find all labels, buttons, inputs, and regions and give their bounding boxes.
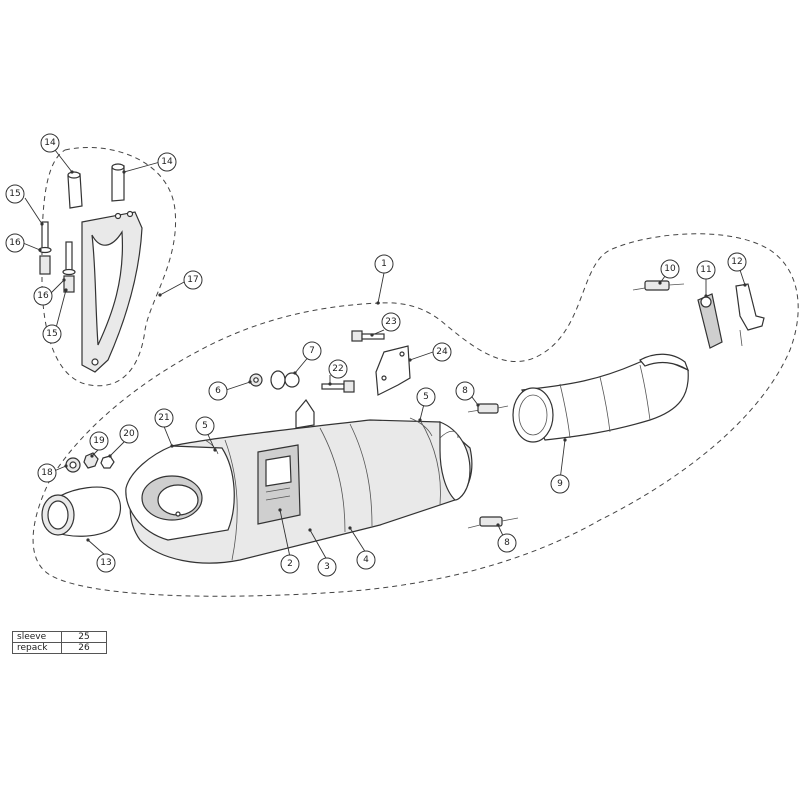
callout-8-bottom-label: 8	[504, 538, 510, 548]
callout-10-label: 10	[664, 264, 676, 274]
callout-1-label: 1	[381, 259, 387, 269]
table-cell-number: 26	[61, 642, 107, 654]
spring-8-top	[467, 403, 509, 414]
bolt-15-16-right	[62, 241, 76, 293]
callout-6: 6	[208, 381, 228, 401]
tail-outlet-13	[41, 486, 121, 537]
clamp-11	[697, 293, 723, 349]
callout-9: 9	[550, 474, 570, 494]
callout-8-top: 8	[455, 381, 475, 401]
callout-11-label: 11	[700, 265, 711, 275]
callout-22-label: 22	[332, 364, 343, 374]
callout-7-label: 7	[309, 346, 315, 356]
callout-16-bottom: 16	[33, 286, 53, 306]
washer-18	[65, 457, 81, 473]
callout-2-label: 2	[287, 559, 293, 569]
callout-15-top-label: 15	[9, 189, 20, 199]
table-cell-name: sleeve	[12, 631, 62, 643]
callout-13-label: 13	[100, 558, 111, 568]
washer-6	[249, 373, 263, 387]
table-row: sleeve 25	[12, 631, 107, 643]
callout-5-left: 5	[195, 416, 215, 436]
callout-17-label: 17	[187, 275, 198, 285]
bracket-24	[375, 345, 411, 396]
callout-5-right-label: 5	[423, 392, 429, 402]
callout-2: 2	[280, 554, 300, 574]
callout-8-bottom: 8	[497, 533, 517, 553]
callout-16-top: 16	[5, 233, 25, 253]
spare-parts-table: sleeve 25 repack 26	[12, 631, 107, 654]
end-cap-21	[125, 445, 235, 541]
link-pipe-9	[512, 353, 690, 443]
callout-19-label: 19	[93, 436, 105, 446]
callout-5-left-label: 5	[202, 421, 208, 431]
callout-19: 19	[89, 431, 109, 451]
spring-8-bottom	[467, 516, 519, 529]
callout-14-left: 14	[40, 133, 60, 153]
sleeve-14-right	[111, 163, 125, 202]
callout-22: 22	[328, 359, 348, 379]
callout-23: 23	[381, 312, 401, 332]
band-clamp-5-right	[409, 417, 433, 437]
nut-19	[83, 452, 99, 469]
callout-6-label: 6	[215, 386, 221, 396]
callout-14-left-label: 14	[44, 138, 56, 148]
callout-10: 10	[660, 259, 680, 279]
callout-11: 11	[696, 260, 716, 280]
sleeve-14-left	[67, 171, 83, 209]
callout-leaders	[22, 149, 746, 561]
callout-7: 7	[302, 341, 322, 361]
callout-15-bottom: 15	[42, 324, 62, 344]
callout-21-label: 21	[158, 413, 169, 423]
bracket-12	[735, 283, 765, 347]
callout-24: 24	[432, 342, 452, 362]
callout-15-bottom-label: 15	[46, 329, 57, 339]
callout-18-label: 18	[41, 468, 53, 478]
callout-18: 18	[37, 463, 57, 483]
main-assembly-boundary	[32, 233, 799, 597]
brand-plate-2	[257, 444, 301, 525]
spring-10	[632, 280, 685, 291]
table-cell-number: 25	[61, 631, 107, 643]
callout-24-label: 24	[436, 347, 448, 357]
callout-16-top-label: 16	[9, 238, 21, 248]
callout-5-right: 5	[416, 387, 436, 407]
callout-14-right: 14	[157, 152, 177, 172]
bolt-20	[100, 455, 115, 469]
callout-21: 21	[154, 408, 174, 428]
callout-leader-dots	[38, 170, 747, 542]
callout-15-top: 15	[5, 184, 25, 204]
callout-9-label: 9	[557, 479, 563, 489]
callout-20: 20	[119, 424, 139, 444]
bolt-22	[321, 380, 355, 393]
callout-14-right-label: 14	[161, 157, 173, 167]
callout-4-label: 4	[363, 555, 369, 565]
bushing-7	[270, 370, 300, 390]
callout-16-bottom-label: 16	[37, 291, 49, 301]
callout-17: 17	[183, 270, 203, 290]
table-row: repack 26	[12, 642, 107, 654]
callout-3-label: 3	[324, 562, 330, 572]
callout-13: 13	[96, 553, 116, 573]
callout-1: 1	[374, 254, 394, 274]
callout-12: 12	[727, 252, 747, 272]
bolt-23	[351, 330, 385, 342]
clamp-ring-hook	[439, 430, 459, 439]
table-cell-name: repack	[12, 642, 62, 654]
bolt-15-16-left	[38, 221, 52, 275]
callout-23-label: 23	[385, 317, 396, 327]
hanger-bracket-17	[81, 210, 143, 373]
callout-4: 4	[356, 550, 376, 570]
callout-20-label: 20	[123, 429, 135, 439]
callout-3: 3	[317, 557, 337, 577]
callout-12-label: 12	[731, 257, 742, 267]
callout-8-top-label: 8	[462, 386, 468, 396]
